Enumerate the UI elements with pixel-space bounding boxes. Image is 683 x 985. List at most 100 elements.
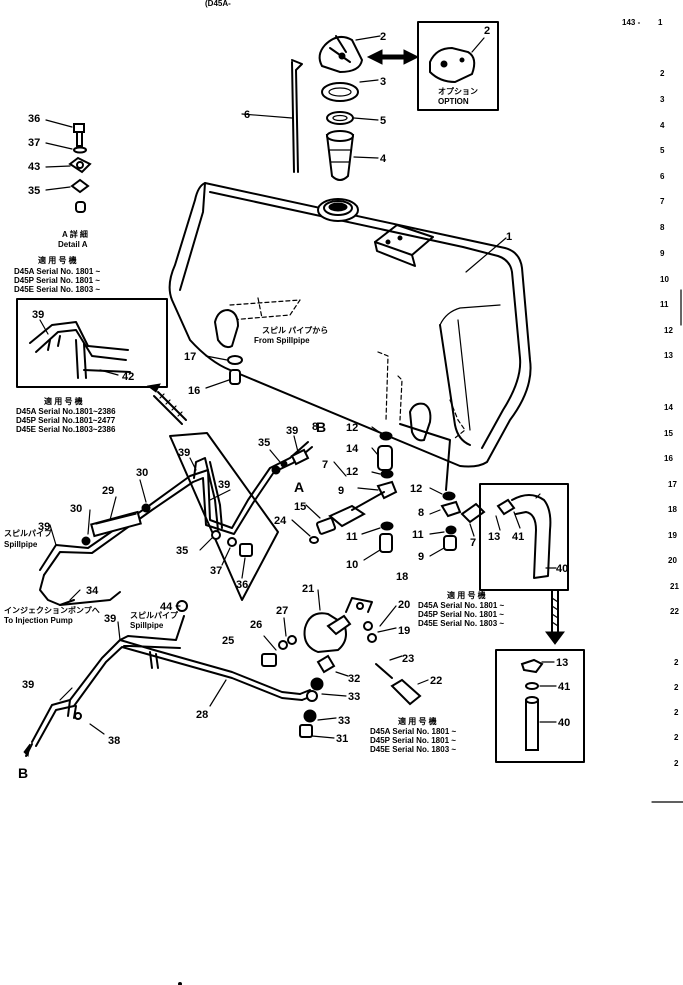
svg-text:2: 2 (674, 708, 679, 717)
serial-bottom-3: D45E Serial No. 1803 ~ (370, 745, 456, 754)
spillpipe-left-jp: スピルパイプ (4, 528, 53, 538)
serial-mid-1: D45A Serial No. 1801 ~ (418, 601, 505, 610)
svg-text:22: 22 (430, 675, 442, 687)
svg-text:12: 12 (346, 466, 358, 478)
svg-text:13: 13 (556, 657, 568, 669)
letter-a: A (294, 479, 304, 495)
svg-text:13: 13 (488, 531, 500, 543)
svg-text:43: 43 (28, 161, 40, 173)
svg-text:4: 4 (380, 153, 387, 165)
svg-text:36: 36 (236, 579, 248, 591)
detail-arrow (146, 383, 187, 425)
svg-text:40: 40 (558, 717, 570, 729)
spillpipe-lower-en: Spillpipe (130, 621, 164, 630)
spill-pipe-assembly (39, 432, 313, 606)
svg-text:18: 18 (668, 505, 677, 514)
svg-text:39: 39 (32, 309, 44, 321)
svg-text:3: 3 (380, 76, 386, 88)
svg-text:9: 9 (418, 551, 424, 563)
letter-b-top: B (316, 419, 326, 435)
svg-text:2: 2 (674, 733, 679, 742)
svg-text:42: 42 (122, 371, 134, 383)
bottom-right-box (495, 649, 585, 763)
svg-text:20: 20 (668, 556, 677, 565)
svg-text:14: 14 (664, 403, 673, 412)
svg-text:5: 5 (380, 115, 386, 127)
spill-from-en: From Spillpipe (254, 336, 310, 345)
svg-text:39: 39 (104, 613, 116, 625)
svg-text:31: 31 (336, 733, 348, 745)
svg-text:7: 7 (322, 459, 328, 471)
svg-text:26: 26 (250, 619, 262, 631)
option-box: 2 オプション OPTION (417, 21, 499, 111)
svg-text:9: 9 (338, 485, 344, 497)
svg-text:39: 39 (178, 447, 190, 459)
svg-text:32: 32 (348, 673, 360, 685)
svg-text:7: 7 (470, 537, 476, 549)
svg-text:11: 11 (412, 529, 424, 541)
injection-jp: インジェクションポンプへ (4, 605, 100, 615)
svg-text:2: 2 (674, 683, 679, 692)
svg-text:3: 3 (660, 95, 665, 104)
page-index: 1 (658, 18, 663, 27)
valve-cluster (261, 589, 429, 739)
svg-text:41: 41 (558, 681, 570, 693)
svg-text:10: 10 (346, 559, 358, 571)
svg-text:40: 40 (556, 563, 568, 575)
detail-a-jp: A 詳 細 (62, 229, 88, 239)
serial-left-3: D45E Serial No.1803~2386 (16, 425, 116, 434)
down-arrow (545, 589, 565, 645)
serial-detail-1: D45A Serial No. 1801 ~ (14, 267, 101, 276)
svg-text:24: 24 (274, 515, 287, 527)
svg-text:16: 16 (664, 454, 673, 463)
svg-text:8: 8 (418, 507, 424, 519)
svg-text:10: 10 (660, 275, 669, 284)
fuel-return-pipe (31, 600, 313, 747)
detail-a-en: Detail A (58, 240, 88, 249)
option-arrow (366, 49, 420, 65)
detail-a-fasteners (45, 119, 92, 213)
svg-text:18: 18 (396, 571, 408, 583)
svg-text:36: 36 (28, 113, 40, 125)
svg-text:11: 11 (660, 300, 669, 309)
svg-text:OPTION: OPTION (438, 97, 469, 106)
margin-index: 2 3 4 5 6 7 8 9 10 11 12 13 14 15 16 17 … (651, 69, 683, 803)
serial-bottom-1: D45A Serial No. 1801 ~ (370, 727, 457, 736)
applicable-jp-4: 適 用 号 機 (398, 716, 437, 726)
svg-text:19: 19 (668, 531, 677, 540)
svg-text:33: 33 (348, 691, 360, 703)
svg-text:35: 35 (176, 545, 188, 557)
svg-text:30: 30 (70, 503, 82, 515)
svg-text:39: 39 (286, 425, 298, 437)
svg-text:39: 39 (218, 479, 230, 491)
right-fittings (399, 423, 569, 591)
header-fragment: (D45A- (205, 0, 231, 8)
spillpipe-left-en: Spillpipe (4, 540, 38, 549)
fuel-tank (168, 182, 532, 468)
serial-left-2: D45P Serial No.1801~2477 (16, 416, 116, 425)
svg-text:41: 41 (512, 531, 524, 543)
svg-text:オプション: オプション (438, 86, 478, 96)
svg-text:14: 14 (346, 443, 359, 455)
svg-text:5: 5 (660, 146, 665, 155)
svg-text:4: 4 (660, 121, 665, 130)
svg-text:28: 28 (196, 709, 208, 721)
svg-text:12: 12 (346, 422, 358, 434)
spillpipe-lower-jp: スピルパイプ (130, 610, 179, 620)
svg-text:20: 20 (398, 599, 410, 611)
applicable-jp-3: 適 用 号 機 (447, 590, 486, 600)
svg-text:8: 8 (312, 421, 318, 433)
svg-text:23: 23 (402, 653, 414, 665)
svg-text:21: 21 (302, 583, 314, 595)
svg-text:12: 12 (410, 483, 422, 495)
svg-text:9: 9 (660, 249, 665, 258)
callout-labels: 2 3 5 4 6 1 36 37 43 35 39 42 17 16 35 3… (22, 31, 570, 747)
serial-mid-2: D45P Serial No. 1801 ~ (418, 610, 504, 619)
applicable-jp-1: 適 用 号 機 (38, 255, 77, 265)
spill-from-jp: スピル パイプから (262, 325, 328, 335)
letter-b-bottom: B (18, 765, 28, 781)
serial-bottom-2: D45P Serial No. 1801 ~ (370, 736, 456, 745)
svg-text:39: 39 (38, 521, 50, 533)
svg-text:2: 2 (380, 31, 386, 43)
